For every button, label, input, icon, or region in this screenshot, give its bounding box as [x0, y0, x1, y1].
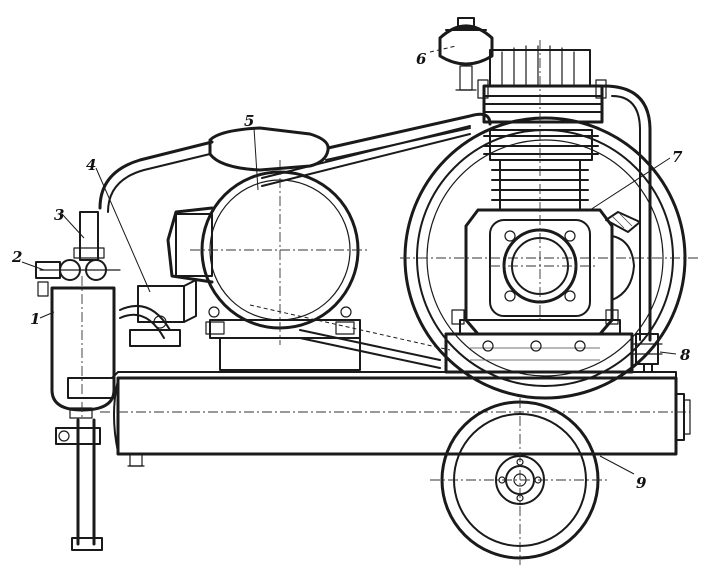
head-air-filter	[438, 17, 494, 91]
receiver-tank	[100, 371, 691, 467]
label-1: 1	[30, 310, 40, 328]
label-7: 7	[672, 148, 683, 166]
leader-lines	[21, 45, 677, 475]
label-5: 5	[244, 112, 254, 130]
compressor-body	[451, 208, 641, 336]
label-6: 6	[416, 50, 427, 68]
callout-labels: 1 2 3 4 5 6 7 8 9	[11, 50, 691, 492]
compressor-base	[444, 332, 634, 374]
discharge-pipe	[602, 84, 663, 373]
pressure-switch	[119, 279, 197, 347]
wheel	[430, 398, 610, 565]
label-2: 2	[11, 248, 22, 266]
label-3: 3	[54, 206, 64, 224]
moisture-separator	[50, 276, 116, 551]
electric-motor	[166, 160, 370, 371]
label-9: 9	[636, 474, 647, 492]
label-8: 8	[680, 346, 691, 364]
cylinder-fins	[477, 40, 607, 215]
label-4: 4	[86, 156, 96, 174]
handle-bar	[98, 112, 492, 213]
regulator-valve	[35, 211, 121, 297]
